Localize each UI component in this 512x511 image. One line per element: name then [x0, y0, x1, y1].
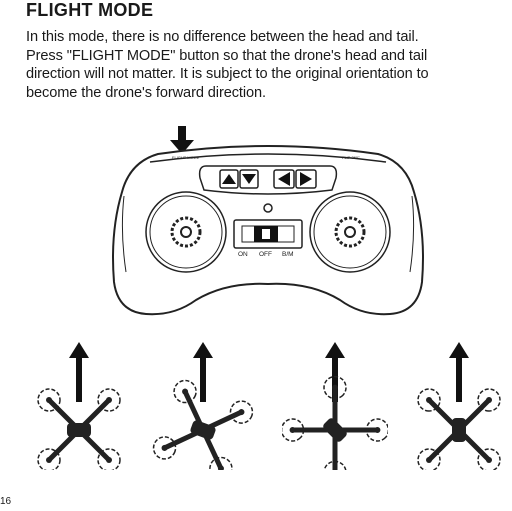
- drone-body: [152, 379, 254, 470]
- forward-arrow-icon: [325, 342, 345, 358]
- drone-icon: [417, 342, 501, 470]
- remote-controller-illustration: FLIGHT MODE FLIP 360° ON OFF: [112, 126, 424, 316]
- pointer-arrow-icon: [170, 126, 194, 154]
- trim-down-button[interactable]: [239, 169, 259, 189]
- forward-arrow-icon: [193, 342, 213, 358]
- flip-label: FLIP 360°: [342, 155, 360, 160]
- paragraph-line: Press "FLIGHT MODE" button so that the d…: [26, 47, 428, 64]
- drone-body: [37, 388, 121, 470]
- forward-arrow-shaft: [76, 354, 82, 402]
- page-title: FLIGHT MODE: [26, 0, 154, 20]
- paragraph-line: In this mode, there is no difference bet…: [26, 29, 419, 45]
- right-joystick[interactable]: [309, 191, 391, 273]
- switch-label-on: ON: [238, 251, 248, 258]
- forward-arrow-icon: [449, 342, 469, 358]
- drone-orientation-row: [0, 340, 512, 470]
- drone-icon: [37, 342, 121, 470]
- drone-icon: [152, 342, 254, 470]
- flight-mode-label: FLIGHT MODE: [172, 155, 200, 160]
- switch-label-bm: B/M: [282, 251, 294, 258]
- trim-left-button[interactable]: [273, 169, 295, 189]
- forward-arrow-shaft: [456, 354, 462, 402]
- power-led: [263, 203, 273, 213]
- left-joystick[interactable]: [145, 191, 227, 273]
- forward-arrow-icon: [69, 342, 89, 358]
- power-switch[interactable]: [233, 219, 303, 249]
- switch-label-off: OFF: [259, 251, 272, 258]
- page-number: 16: [0, 496, 12, 507]
- paragraph-line: direction will not matter. It is subject…: [26, 66, 429, 83]
- drone-body: [282, 375, 388, 470]
- forward-arrow-shaft: [332, 354, 338, 402]
- drone-icon: [282, 342, 388, 470]
- forward-arrow-shaft: [200, 354, 206, 402]
- trim-right-button[interactable]: [295, 169, 317, 189]
- instruction-paragraph: In this mode, there is no difference bet…: [26, 28, 508, 102]
- drone-body: [417, 388, 501, 470]
- trim-up-button[interactable]: [219, 169, 239, 189]
- paragraph-line: become the drone's forward direction.: [26, 84, 267, 101]
